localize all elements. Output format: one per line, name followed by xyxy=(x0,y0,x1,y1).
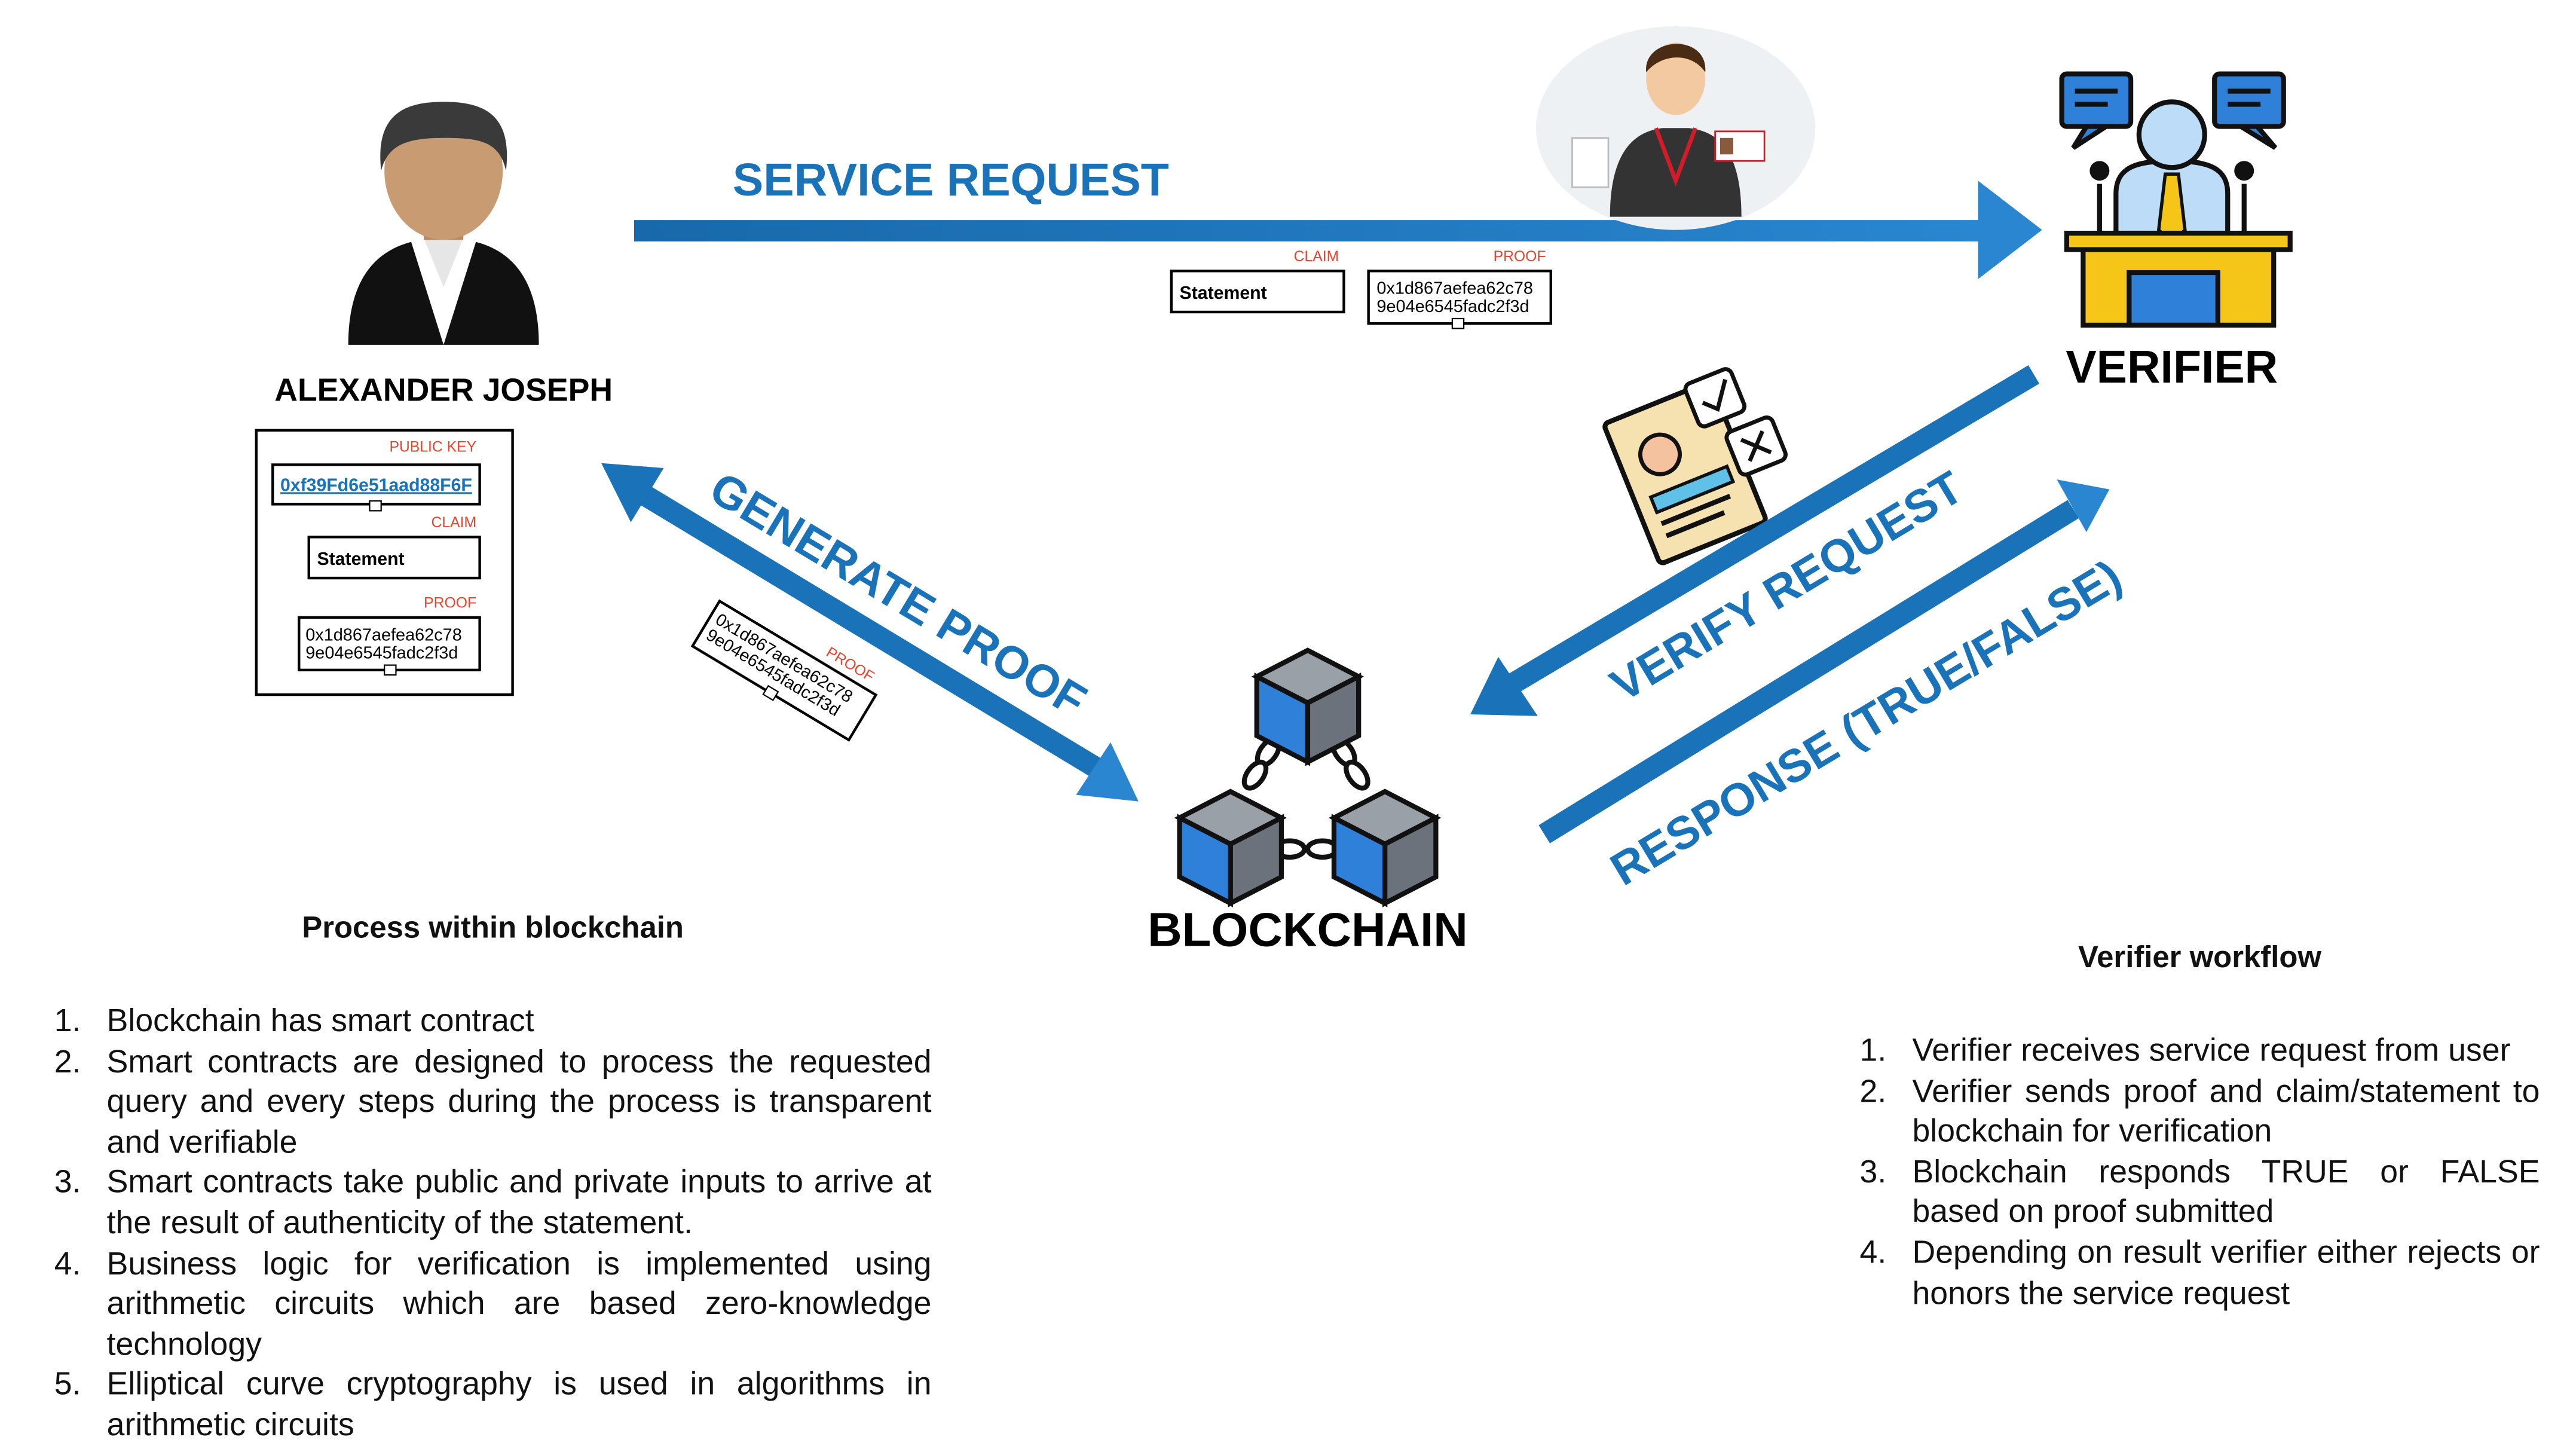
list-item: 4. Business logic for verification is imp… xyxy=(54,1244,932,1365)
response-arrow xyxy=(1538,479,2110,843)
list-item-number: 2. xyxy=(54,1044,81,1080)
list-item-number: 1. xyxy=(54,1003,81,1040)
process-list-items: 1. Blockchain has smart contract 2. Smart c… xyxy=(54,1002,932,1446)
user-avatar-icon xyxy=(348,102,539,345)
process-list: Process within blockchain 1. Blockchain h… xyxy=(54,910,932,1446)
response-label: RESPONSE (TRUE/FALSE) xyxy=(1602,550,2130,895)
list-item-number: 2. xyxy=(1859,1073,1887,1109)
verifier-podium-icon xyxy=(2059,71,2293,328)
list-item: 3. Smart contracts take public and privat… xyxy=(54,1163,932,1244)
verifier-workflow-list: Verifier workflow 1. Verifier receives se… xyxy=(1860,939,2540,1314)
service-request-credentials: CLAIM Statement PROOF 0x1d867aefea62c78 … xyxy=(1170,249,1552,329)
process-list-title: Process within blockchain xyxy=(302,909,684,944)
list-item: 1. Verifier receives service request from… xyxy=(1860,1031,2540,1072)
list-item-number: 4. xyxy=(1859,1234,1887,1271)
blockchain-cubes-icon xyxy=(1174,647,1442,907)
list-item: 4. Depending on result verifier either re… xyxy=(1860,1233,2540,1314)
service-request-label: SERVICE REQUEST xyxy=(733,154,1169,206)
document-check-icon xyxy=(1602,367,1788,566)
verifier-label: VERIFIER xyxy=(2066,341,2278,393)
generate-proof-credentials: PROOF 0x1d867aefea62c78 9e04e6545fadc2f3… xyxy=(690,599,878,742)
list-item: 3. Blockchain responds TRUE or FALSE base… xyxy=(1860,1153,2540,1233)
list-item-text: Smart contracts are designed to process … xyxy=(106,1044,932,1161)
blockchain-label: BLOCKCHAIN xyxy=(1148,903,1468,956)
id-card-person-icon xyxy=(1536,26,1816,230)
list-item: 2. Verifier sends proof and claim/stateme… xyxy=(1860,1072,2540,1153)
user-proof-line1: 0x1d867aefea62c78 xyxy=(305,625,462,644)
user-claim-label: CLAIM xyxy=(432,515,477,531)
list-item-number: 4. xyxy=(54,1245,81,1282)
sr-proof-line1: 0x1d867aefea62c78 xyxy=(1376,279,1533,298)
list-item-text: Blockchain has smart contract xyxy=(106,1003,534,1040)
list-item-number: 3. xyxy=(1859,1154,1887,1191)
list-item-text: Smart contracts take public and private … xyxy=(106,1164,932,1242)
list-item-text: Business logic for verification is imple… xyxy=(106,1245,932,1363)
sr-proof-line2: 9e04e6545fadc2f3d xyxy=(1376,297,1529,316)
service-request-arrow xyxy=(634,181,2042,280)
sr-claim-value: Statement xyxy=(1180,283,1267,303)
list-item: 5. Elliptical curve cryptography is used … xyxy=(54,1365,932,1446)
verifier-workflow-items: 1. Verifier receives service request from… xyxy=(1860,1031,2540,1314)
list-item-text: Verifier receives service request from u… xyxy=(1912,1032,2511,1069)
sr-proof-label: PROOF xyxy=(1494,249,1546,265)
user-proof-label: PROOF xyxy=(424,595,476,611)
user-proof-line2: 9e04e6545fadc2f3d xyxy=(305,644,458,663)
list-item-text: Elliptical curve cryptography is used in… xyxy=(106,1367,932,1444)
list-item-text: Depending on result verifier either reje… xyxy=(1912,1234,2540,1312)
list-item-number: 3. xyxy=(54,1164,81,1202)
list-item-text: Verifier sends proof and claim/statement… xyxy=(1912,1073,2540,1150)
user-claim-value: Statement xyxy=(317,549,404,569)
list-item-number: 1. xyxy=(1859,1032,1887,1069)
list-item-text: Blockchain responds TRUE or FALSE based … xyxy=(1912,1154,2540,1231)
public-key-label: PUBLIC KEY xyxy=(389,439,476,455)
user-name: ALEXANDER JOSEPH xyxy=(274,372,613,408)
list-item-number: 5. xyxy=(54,1367,81,1404)
public-key-value[interactable]: 0xf39Fd6e51aad88F6F xyxy=(280,475,472,495)
user-credential-card: PUBLIC KEY 0xf39Fd6e51aad88F6F CLAIM Sta… xyxy=(255,429,514,696)
list-item: 2. Smart contracts are designed to proces… xyxy=(54,1042,932,1163)
generate-proof-arrow xyxy=(601,463,1139,802)
verifier-workflow-title: Verifier workflow xyxy=(2078,939,2321,974)
sr-claim-label: CLAIM xyxy=(1294,249,1339,265)
verify-request-arrow xyxy=(1470,365,2040,716)
list-item: 1. Blockchain has smart contract xyxy=(54,1002,932,1043)
